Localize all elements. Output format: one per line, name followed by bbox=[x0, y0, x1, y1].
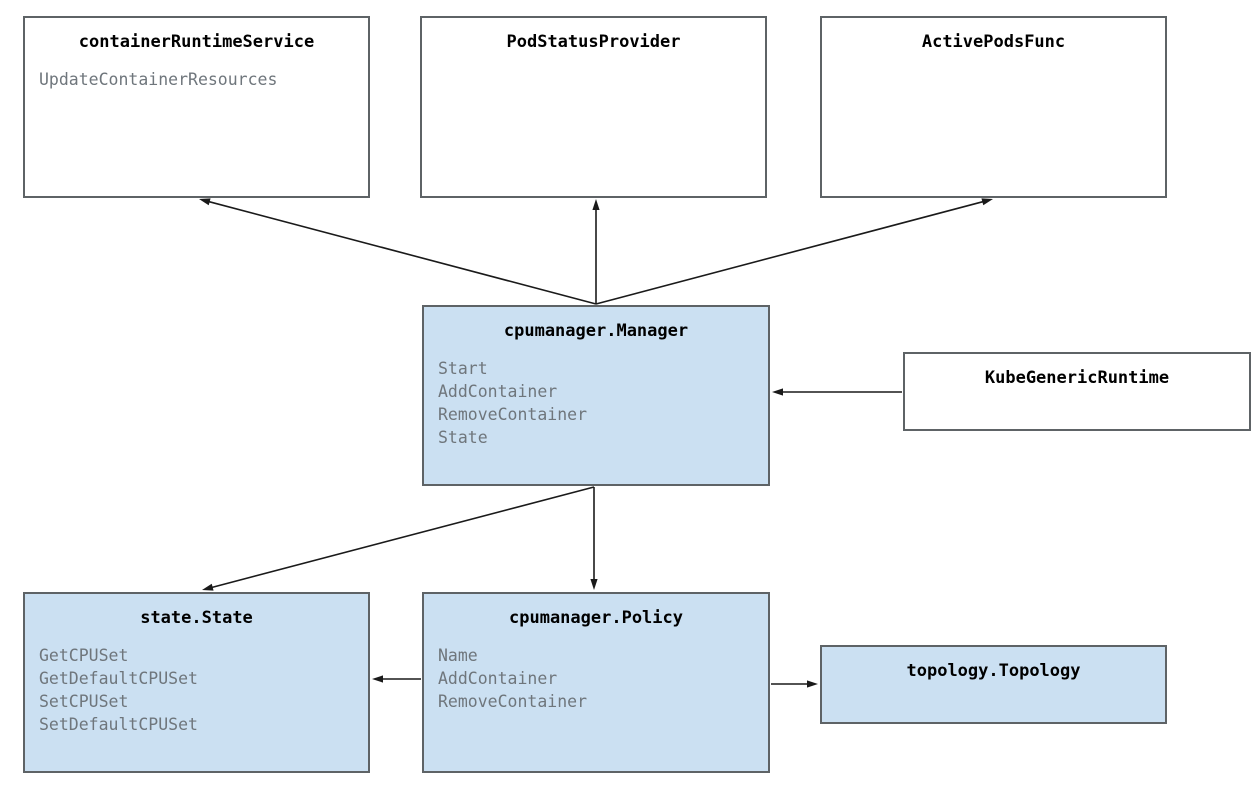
uml-edge-manager-to-podStatusProvider bbox=[592, 199, 600, 304]
edge-arrowhead bbox=[202, 583, 214, 591]
uml-member: Start bbox=[438, 359, 488, 378]
uml-node-topologyTopology[interactable]: topology.Topology bbox=[820, 645, 1167, 724]
uml-node-title: state.State bbox=[140, 608, 253, 628]
uml-node-activePodsFunc[interactable]: ActivePodsFunc bbox=[820, 16, 1167, 198]
uml-node-title: ActivePodsFunc bbox=[921, 32, 1066, 52]
uml-node-title: topology.Topology bbox=[906, 661, 1081, 681]
edge-arrowhead bbox=[372, 675, 383, 683]
uml-node-title: KubeGenericRuntime bbox=[984, 368, 1170, 388]
uml-member: GetDefaultCPUSet bbox=[39, 669, 198, 688]
edge-arrowhead bbox=[590, 579, 598, 590]
uml-node-podStatusProvider[interactable]: PodStatusProvider bbox=[420, 16, 767, 198]
uml-edge-policy-to-stateState bbox=[372, 675, 421, 683]
uml-member: SetDefaultCPUSet bbox=[39, 715, 198, 734]
uml-node-kubeGenericRuntime[interactable]: KubeGenericRuntime bbox=[903, 352, 1251, 431]
uml-member: GetCPUSet bbox=[39, 646, 129, 665]
uml-edge-kubeGenericRuntime-to-manager bbox=[772, 388, 902, 396]
uml-node-title: PodStatusProvider bbox=[506, 32, 681, 52]
uml-member: AddContainer bbox=[438, 669, 558, 688]
uml-member: SetCPUSet bbox=[39, 692, 129, 711]
uml-member: UpdateContainerResources bbox=[39, 70, 278, 89]
uml-member: State bbox=[438, 428, 488, 447]
uml-node-title: cpumanager.Manager bbox=[503, 321, 689, 341]
edge-line bbox=[595, 200, 986, 305]
uml-node-members: UpdateContainerResources bbox=[25, 68, 368, 91]
edge-arrowhead bbox=[592, 199, 600, 210]
uml-node-title: cpumanager.Policy bbox=[509, 608, 683, 628]
edge-arrowhead bbox=[772, 388, 783, 396]
uml-edge-policy-to-topologyTopology bbox=[771, 680, 818, 688]
uml-edge-manager-to-activePodsFunc bbox=[595, 198, 993, 305]
edge-line bbox=[209, 486, 595, 589]
edge-line bbox=[206, 200, 597, 305]
uml-node-title: containerRuntimeService bbox=[78, 32, 315, 52]
uml-member: Name bbox=[438, 646, 478, 665]
uml-edge-manager-to-stateState bbox=[202, 486, 595, 591]
uml-edge-manager-to-policy bbox=[590, 487, 598, 590]
edge-arrowhead bbox=[807, 680, 818, 688]
edge-arrowhead bbox=[981, 198, 993, 206]
uml-member: RemoveContainer bbox=[438, 692, 588, 711]
uml-member: RemoveContainer bbox=[438, 405, 588, 424]
uml-edge-manager-to-containerRuntimeService bbox=[199, 198, 597, 305]
edge-arrowhead bbox=[199, 198, 211, 206]
uml-member: AddContainer bbox=[438, 382, 558, 401]
